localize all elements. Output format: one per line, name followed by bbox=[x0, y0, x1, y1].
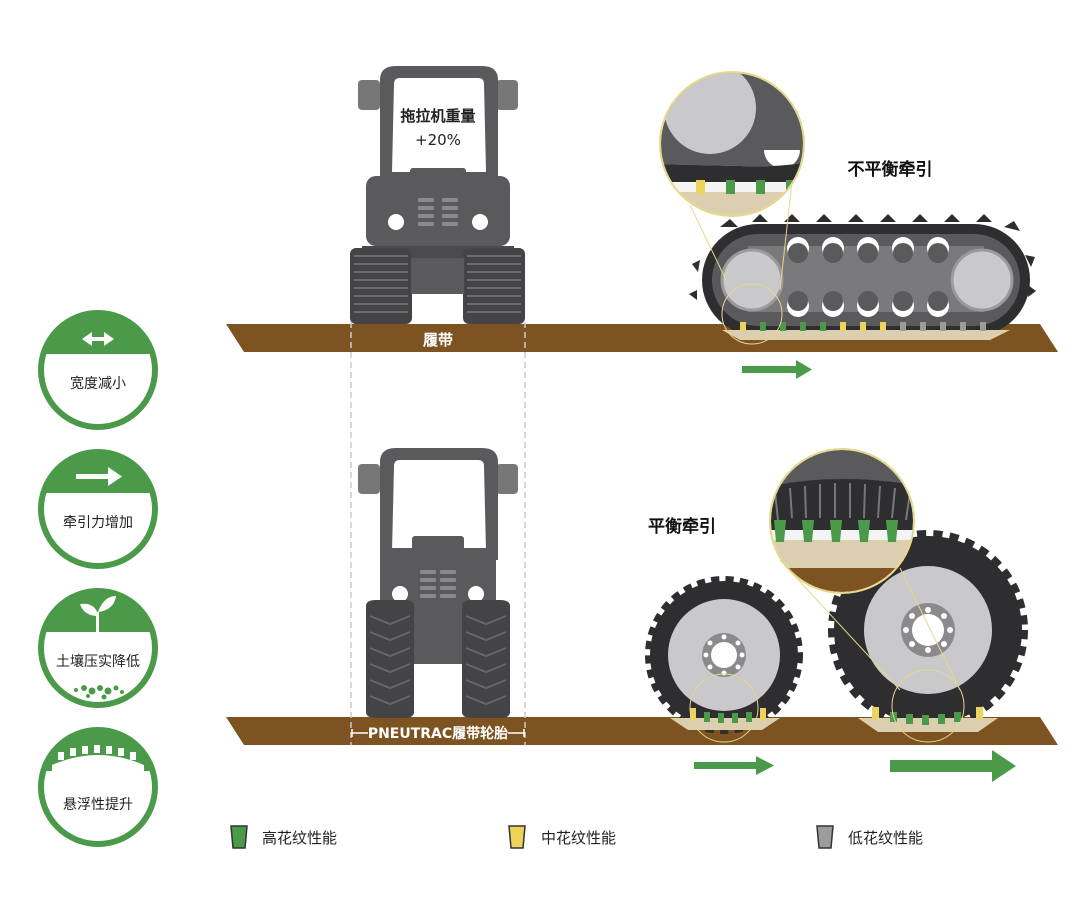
benefit-label: 牵引力增加 bbox=[63, 515, 133, 531]
benefit-label: 宽度减小 bbox=[70, 375, 126, 392]
benefit-label: 悬浮性提升 bbox=[63, 797, 133, 813]
benefit-traction: 牵引力增加 bbox=[38, 449, 158, 569]
legend-label: 高花纹性能 bbox=[262, 829, 337, 847]
traction-arrow-large bbox=[890, 750, 1016, 782]
zoom-circle-tyre bbox=[769, 448, 915, 594]
tread-icon bbox=[52, 745, 144, 771]
traction-arrow-small bbox=[694, 756, 774, 775]
soil-band-bottom bbox=[226, 717, 1058, 745]
benefit-flotation: 悬浮性提升 bbox=[38, 727, 158, 847]
legend-item-low: 低花纹性能 bbox=[816, 825, 923, 849]
arrow-right-icon bbox=[76, 467, 122, 486]
tractor-bottom bbox=[358, 448, 518, 718]
legend-item-medium: 中花纹性能 bbox=[508, 825, 616, 849]
benefit-label: 土壤压实降低 bbox=[56, 653, 140, 670]
legend-label: 低花纹性能 bbox=[848, 829, 923, 847]
legend-label: 中花纹性能 bbox=[541, 829, 616, 847]
legend: 高花纹性能 中花纹性能 低花纹性能 bbox=[230, 825, 923, 849]
double-arrow-icon bbox=[82, 332, 114, 346]
width-measure bbox=[351, 729, 525, 737]
width-guide-lines bbox=[350, 322, 526, 745]
tread-swatch-icon bbox=[230, 825, 248, 849]
weight-value: +20% bbox=[415, 131, 461, 149]
tyre-small bbox=[645, 576, 803, 743]
traction-label-top: 不平衡牵引 bbox=[848, 159, 933, 180]
ground-label-top: 履带 bbox=[422, 331, 453, 349]
legend-item-high: 高花纹性能 bbox=[230, 825, 337, 849]
tread-swatch-icon bbox=[508, 825, 526, 849]
sprout-icon bbox=[80, 596, 116, 632]
benefit-compaction: 土壤压实降低 bbox=[38, 588, 158, 708]
tyre-large bbox=[779, 530, 1028, 743]
soil-dots-icon bbox=[74, 685, 124, 700]
traction-arrow-top bbox=[742, 360, 812, 379]
zoom-circle-track bbox=[659, 71, 805, 217]
tread-swatch-icon bbox=[816, 825, 834, 849]
benefit-width: 宽度减小 bbox=[38, 310, 158, 430]
traction-label-bottom: 平衡牵引 bbox=[648, 516, 716, 537]
weight-label: 拖拉机重量 bbox=[400, 107, 475, 125]
ground-label-bottom: PNEUTRAC履带轮胎 bbox=[368, 725, 508, 742]
track-side-view bbox=[689, 181, 1036, 345]
tractor-top bbox=[350, 66, 525, 324]
